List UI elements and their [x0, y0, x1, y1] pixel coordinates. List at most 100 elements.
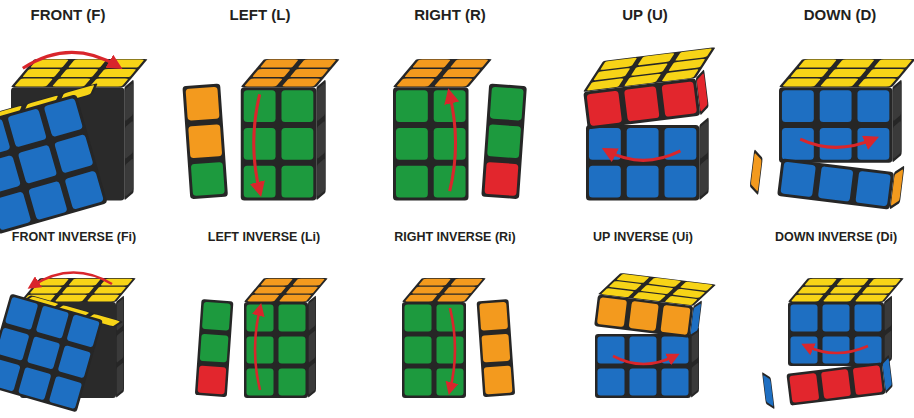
cube-sticker [751, 153, 762, 192]
cube-sticker [279, 369, 306, 396]
cube-sticker [22, 69, 61, 77]
cube [195, 278, 328, 398]
cube-sticker [36, 305, 69, 338]
cube-sticker [200, 334, 229, 363]
cube-face [892, 79, 901, 162]
cube-sticker [782, 78, 821, 86]
cube-body [244, 302, 308, 398]
cube-sticker [631, 63, 668, 76]
cube-sticker [437, 337, 464, 364]
cube-face [788, 278, 904, 302]
turn-arrow [806, 346, 868, 353]
cube-sticker [87, 295, 120, 302]
cube-sticker [627, 128, 659, 160]
cube-sticker [396, 90, 428, 122]
cube-sticker [286, 287, 319, 294]
cube-sticker [0, 327, 29, 360]
turn-arrow [254, 94, 260, 191]
cube-body [316, 79, 325, 200]
cube-face [890, 165, 905, 209]
move-label: RIGHT (R) [414, 6, 486, 23]
move-label: UP INVERSE (Ui) [593, 230, 693, 244]
cube-body [594, 294, 693, 337]
up-layer [594, 270, 716, 340]
cube-face [779, 87, 892, 163]
move-label: DOWN INVERSE (Di) [775, 230, 897, 244]
cube-sticker [782, 90, 814, 122]
cube-sticker [0, 358, 21, 391]
cube-body [402, 278, 486, 302]
cube-sticker [442, 69, 481, 77]
cube-sticker [855, 171, 891, 207]
move-label: LEFT INVERSE (Li) [208, 230, 321, 244]
cube-sticker [405, 305, 432, 332]
cube-body [0, 294, 103, 413]
cube-face [699, 117, 708, 200]
turn-arrow [23, 52, 117, 68]
cube-body [393, 87, 469, 200]
cube-sticker [855, 295, 888, 302]
cube-sticker [317, 121, 325, 160]
cube-body [779, 87, 892, 163]
cube-sticker [789, 373, 819, 403]
cube-face [0, 294, 103, 413]
cube-sticker [252, 69, 291, 77]
cube-sticker [404, 69, 443, 77]
cube-sticker [893, 121, 901, 160]
cube-sticker [0, 119, 10, 158]
cube-face [788, 302, 884, 366]
cube-face [786, 362, 885, 405]
cube-sticker [98, 69, 137, 77]
cube-sticker [188, 124, 222, 158]
cube-face [750, 149, 763, 195]
cube-body [595, 334, 691, 398]
cube-sticker [44, 98, 83, 137]
cube-sticker [853, 365, 883, 395]
cube-sticker [5, 297, 38, 330]
cube-sticker [260, 279, 293, 286]
cube-sticker [629, 301, 659, 331]
cube-sticker [479, 302, 508, 331]
cube-sticker [309, 330, 316, 363]
cube-body [696, 69, 709, 115]
cube-sticker [891, 169, 904, 206]
cube-sticker [281, 128, 313, 160]
cube-body [182, 84, 228, 200]
cube-sticker [396, 128, 428, 160]
cube-sticker [0, 155, 21, 194]
cube-face [884, 295, 892, 366]
cube-face [882, 355, 893, 394]
cube-face [594, 294, 693, 337]
cube-sticker [279, 295, 312, 302]
cube-sticker [630, 369, 657, 396]
cube-sticker [68, 60, 107, 68]
cube-sticker [862, 287, 895, 294]
cube-body [890, 165, 905, 209]
cube-sticker [823, 337, 850, 364]
cube-face [481, 84, 527, 200]
cube-sticker [821, 369, 851, 399]
cube-face [308, 295, 316, 398]
cube-sticker [68, 279, 101, 286]
cube-sticker [405, 295, 438, 302]
cube-sticker [58, 345, 91, 378]
cube-sticker [418, 279, 451, 286]
cube-face [583, 78, 700, 129]
cube-sticker [675, 48, 712, 61]
turn-arrow [800, 139, 873, 147]
cube-sticker [858, 78, 897, 86]
right-layer [481, 84, 527, 200]
cube-sticker [117, 362, 124, 395]
cube-body [195, 299, 234, 397]
cube-body [308, 295, 316, 398]
cube-face [777, 158, 894, 209]
cube-sticker [244, 128, 276, 160]
cube [393, 59, 527, 201]
cube-body [884, 295, 892, 366]
cube-sticker [30, 287, 63, 294]
cube-face [762, 372, 775, 409]
cube-sticker [254, 287, 287, 294]
cube-sticker [700, 121, 708, 160]
cube-sticker [481, 334, 510, 363]
cube-body [699, 117, 708, 200]
